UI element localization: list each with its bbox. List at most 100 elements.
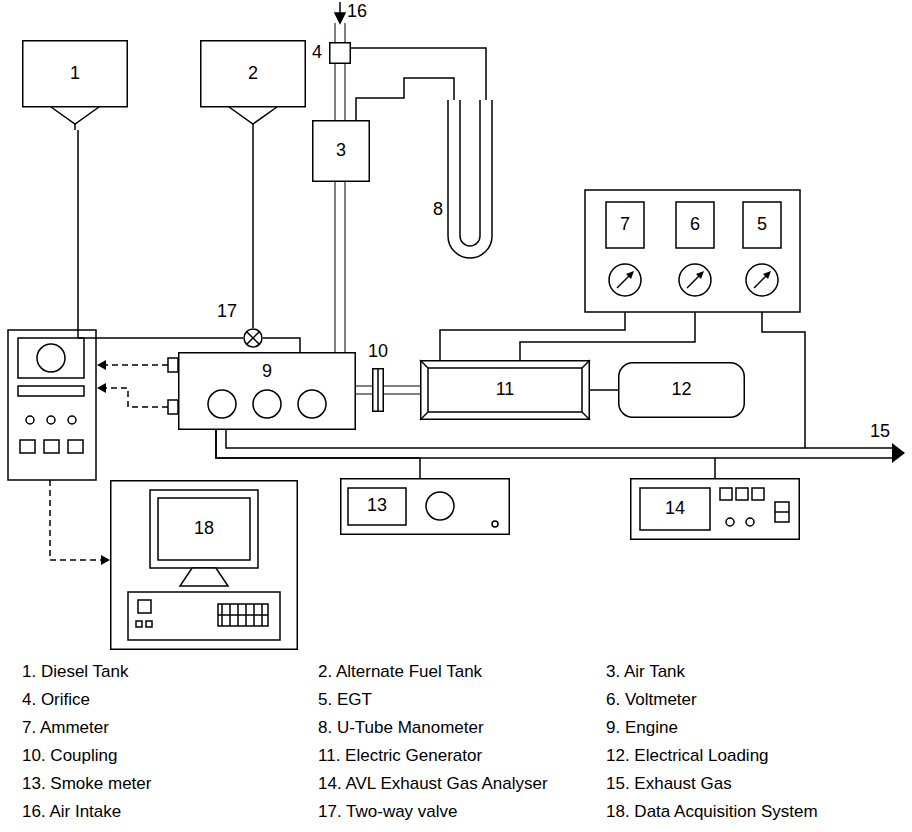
pipe-bore: [336, 182, 345, 352]
drawn-circle: [609, 264, 641, 296]
drawn-line: [218, 614, 268, 616]
two-way-valve: 17: [243, 328, 263, 348]
air-tank: 3: [312, 120, 370, 182]
two-way-valve-outline: [243, 328, 263, 348]
electrical-loading: 12: [618, 362, 745, 418]
connector-line: [520, 312, 695, 360]
callout-number: 11: [496, 380, 515, 400]
legend-entry: 9. Engine: [606, 718, 678, 738]
drawn-polygon: [97, 360, 106, 370]
drawn-rect: [23, 41, 128, 107]
callout-number: 16: [347, 1, 367, 23]
drawn-circle: [746, 264, 778, 296]
legend-entry: 6. Voltmeter: [606, 690, 697, 710]
drawn-rect: [218, 604, 268, 626]
drawn-path: [105, 388, 168, 407]
drawn-line: [345, 23, 346, 42]
smoke-meter-outline: [340, 478, 510, 535]
legend-entry: 4. Orifice: [22, 690, 90, 710]
drawn-polygon: [696, 271, 704, 279]
connector-line: [590, 390, 618, 391]
callout-number: 5: [757, 215, 767, 235]
connector-path: [263, 338, 300, 352]
data-acquisition-system: 18: [110, 480, 298, 650]
air-pipe: [340, 182, 341, 352]
callout-number: 17: [217, 302, 237, 322]
drawn-rect: [640, 488, 710, 530]
legend-entry: 13. Smoke meter: [22, 774, 151, 794]
drawn-path: [460, 100, 480, 246]
drawn-rect: [428, 368, 582, 412]
drawn-rect: [168, 358, 178, 372]
meter-panel: [585, 190, 800, 312]
drawn-line: [252, 124, 254, 130]
drawn-polygon: [335, 13, 345, 23]
drawn-rect: [44, 440, 59, 453]
drawn-rect: [775, 502, 789, 522]
pipe-wall: [335, 64, 346, 120]
drawn-rect: [421, 361, 590, 420]
callout-number: 13: [367, 496, 387, 516]
connector-path: [356, 78, 454, 120]
drawn-circle: [244, 329, 262, 347]
drawn-rect: [128, 592, 280, 640]
legend-entry: 2. Alternate Fuel Tank: [318, 662, 482, 682]
connector-line: [78, 130, 243, 338]
connector-path: [520, 312, 695, 360]
orifice-outline: [329, 42, 351, 64]
drawn-rect: [606, 202, 644, 248]
legend-entry: 10. Coupling: [22, 746, 117, 766]
legend-entry: 12. Electrical Loading: [606, 746, 769, 766]
legend-entry: 14. AVL Exhaust Gas Analyser: [318, 774, 548, 794]
drawn-polygon: [180, 568, 228, 586]
connector-line: [356, 78, 454, 120]
drawn-rect: [68, 440, 83, 453]
drawn-line: [247, 332, 260, 345]
legend-entry: 16. Air Intake: [22, 802, 121, 822]
connector-line: [253, 130, 254, 328]
callout-number: 1: [70, 64, 80, 84]
alternate-fuel-tank: 2: [200, 40, 306, 130]
drawn-rect: [676, 202, 714, 248]
connector-path: [351, 48, 486, 100]
connector-line: [216, 430, 715, 478]
drawn-rect: [348, 488, 406, 525]
legend-entry: 18. Data Acquisition System: [606, 802, 818, 822]
drawn-line: [805, 447, 893, 449]
connector-path: [216, 430, 715, 478]
u-tube-manometer: 8: [430, 100, 494, 262]
connector-path: [252, 130, 254, 328]
drawn-circle: [426, 492, 454, 520]
drawn-line: [715, 457, 893, 459]
connector-path: [440, 312, 625, 360]
drawn-rect: [330, 43, 351, 64]
drawn-rect: [18, 338, 84, 378]
drawn-circle: [68, 416, 76, 424]
drawn-rect: [631, 479, 800, 540]
drawn-line: [420, 360, 428, 368]
drawn-line: [775, 511, 789, 513]
drawn-circle: [726, 518, 734, 526]
callout-number: 12: [671, 380, 691, 400]
drawn-line: [247, 332, 260, 345]
legend-entry: 3. Air Tank: [606, 662, 685, 682]
ammeter: 7: [603, 198, 647, 312]
exhaust-outlet: [715, 448, 893, 458]
connector-line: [351, 48, 486, 100]
callout-number: 10: [368, 342, 388, 362]
drawn-circle: [47, 416, 55, 424]
signal-arrowheads: [97, 360, 110, 565]
pipe-bore: [336, 64, 345, 120]
legend-entry: 11. Electric Generator: [318, 746, 482, 766]
drawn-circle: [253, 390, 281, 418]
drawn-rect: [743, 202, 781, 248]
pipe-wall: [335, 182, 346, 352]
u-tube-manometer-outline: [430, 100, 494, 262]
coupling-outline: [372, 368, 384, 412]
drawn-polygon: [101, 555, 110, 565]
drawn-line: [335, 23, 336, 42]
legend-entry: 7. Ammeter: [22, 718, 109, 738]
callout-number: 4: [312, 43, 322, 63]
drawn-polygon: [97, 383, 106, 393]
air-intake-arrow: [335, 2, 345, 23]
